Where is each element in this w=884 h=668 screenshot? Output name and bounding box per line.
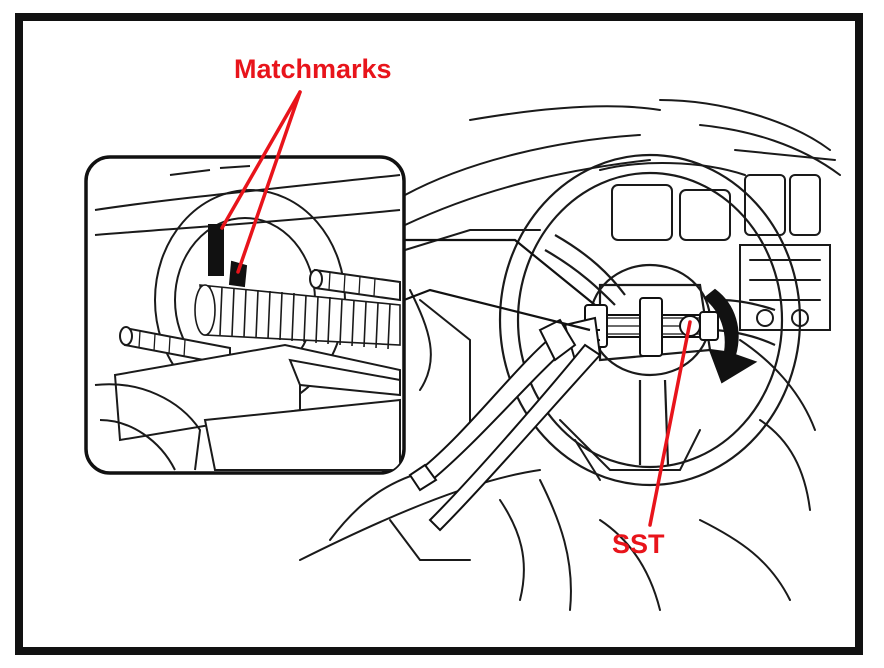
callout-matchmarks: Matchmarks [234, 54, 392, 84]
sst-tool [559, 297, 719, 357]
callout-sst: SST [612, 529, 665, 559]
detail-inset [94, 165, 401, 471]
dashboard-drawing [299, 99, 841, 611]
sst-leader [648, 320, 692, 527]
figure-border [15, 13, 863, 655]
matchmarks-leader-2 [236, 90, 302, 274]
rotation-arrow [703, 288, 758, 384]
matchmarks-leader-1 [220, 90, 302, 230]
inset-leader-lines [403, 238, 596, 332]
wrench [408, 316, 602, 532]
callout-leaders [220, 90, 692, 527]
